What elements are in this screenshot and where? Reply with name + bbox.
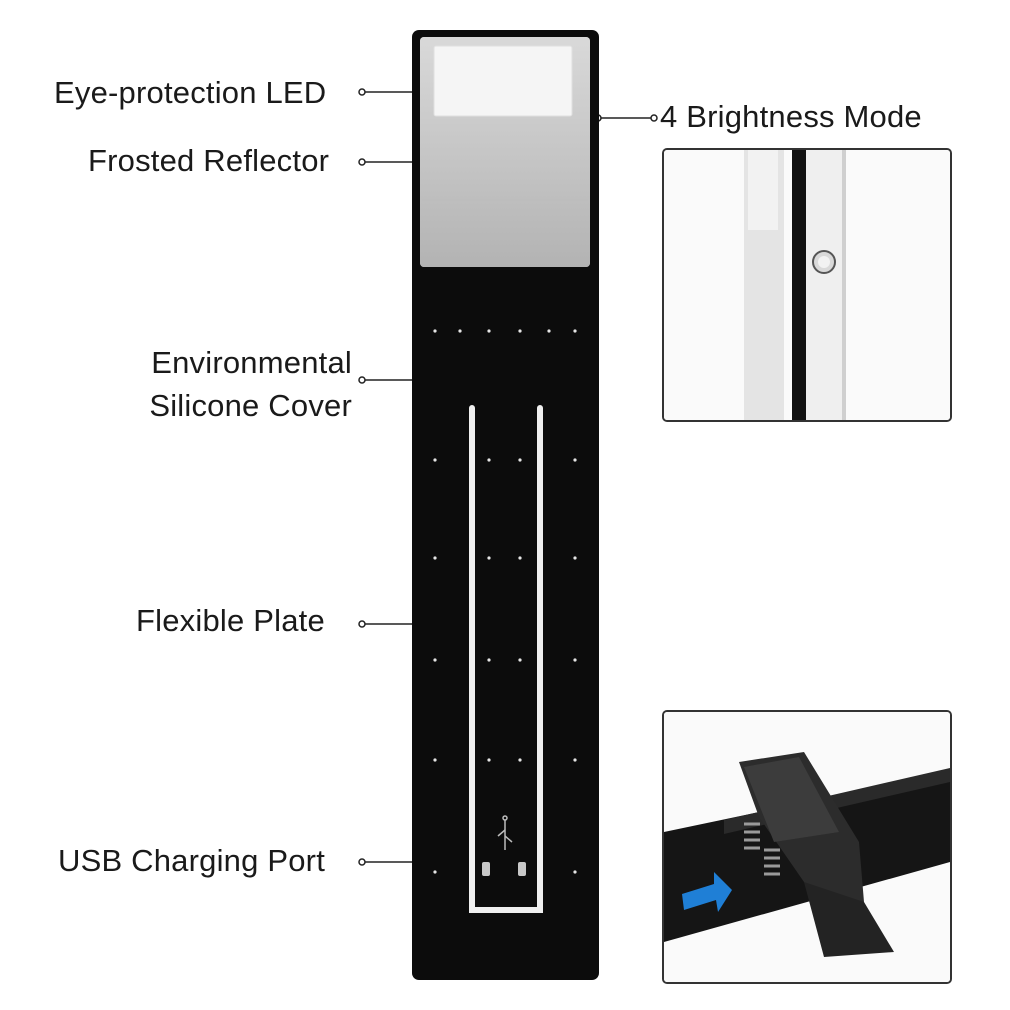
device-illustration (420, 37, 590, 913)
clip-icon (739, 752, 894, 957)
blue-arrow-icon (682, 872, 732, 912)
brightness-mode-label: 4 Brightness Mode (660, 99, 922, 134)
environmental-label-line2: Silicone Cover (149, 388, 352, 423)
side-view-illustration (664, 150, 950, 420)
clip-illustration (664, 712, 950, 982)
brightness-inset-photo (662, 148, 952, 422)
flexible-plate-outline (469, 405, 543, 913)
led-strip (433, 45, 573, 117)
eye-protection-led-label: Eye-protection LED (54, 75, 327, 110)
usb-port-right (518, 862, 526, 876)
usb-charging-port-label: USB Charging Port (58, 843, 326, 878)
frosted-reflector-label: Frosted Reflector (88, 143, 330, 178)
usb-icon (497, 815, 513, 850)
clip-inset-photo (662, 710, 952, 984)
flexible-plate-label: Flexible Plate (136, 603, 325, 638)
usb-port-left (482, 862, 490, 876)
environmental-label-line1: Environmental (151, 345, 352, 380)
book-light-device (412, 30, 599, 980)
